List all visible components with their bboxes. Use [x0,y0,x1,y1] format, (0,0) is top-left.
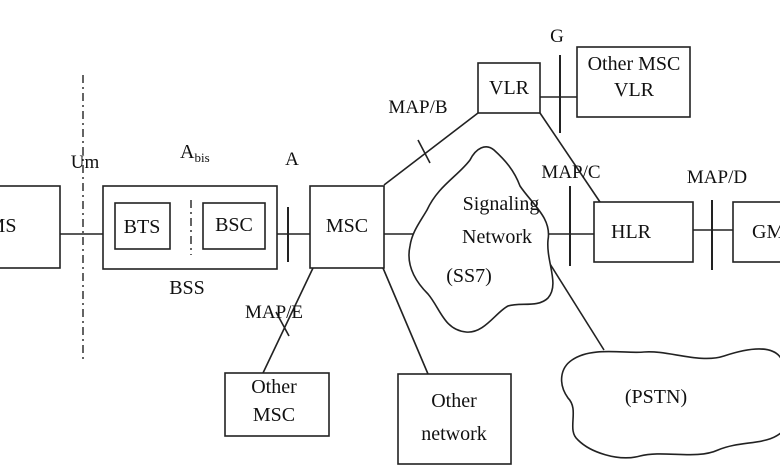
ms-label: MS [0,215,16,237]
map-b-tick [417,139,431,164]
map-d-label: MAP/D [687,167,747,188]
signaling-label-line1: Signaling [463,193,540,215]
link-msc-othermsc [262,267,314,374]
msc-box [309,185,385,269]
bts-box [114,202,171,250]
vlr-label: VLR [489,77,530,99]
bts-label: BTS [124,216,161,238]
msc-label: MSC [326,215,368,237]
um-label: Um [71,152,100,173]
other-network-label-line1: Other [431,390,477,412]
other-msc-box [224,372,330,437]
link-vlr-hlr [539,112,601,203]
signaling-label-line2: Network [462,226,532,248]
other-msc-vlr-label-line2: VLR [614,79,655,101]
a-interface-label: A [285,149,299,170]
other-msc-label-line2: MSC [253,404,295,426]
pstn-label: (PSTN) [625,386,687,408]
other-msc-label-line1: Other [251,376,297,398]
ms-box [0,185,61,269]
ss7-label: (SS7) [446,265,492,287]
other-msc-vlr-box [576,46,691,118]
bsc-box [202,202,266,250]
map-b-label: MAP/B [388,97,447,118]
other-network-label-line2: network [421,423,487,445]
map-e-label: MAP/E [245,302,303,323]
abis-label-main: A [180,141,195,163]
bss-label: BSS [169,277,205,299]
link-msc-vlr [383,112,479,186]
bsc-label: BSC [215,214,253,236]
abis-label-sub: bis [194,150,209,165]
other-msc-vlr-label-line1: Other MSC [588,53,681,75]
map-e-tick [275,311,290,337]
gmsc-label: GMSC [752,221,780,243]
g-interface-label: G [550,26,564,47]
signaling-network-cloud [408,146,554,333]
hlr-box [593,201,694,263]
link-msc-othernetwork [382,267,429,375]
gmsc-box [732,201,780,263]
hlr-label: HLR [611,221,652,243]
map-c-label: MAP/C [541,162,600,183]
other-network-box [397,373,512,465]
vlr-box [477,62,541,114]
pstn-cloud [560,348,780,459]
abis-label: Abis [180,141,210,165]
